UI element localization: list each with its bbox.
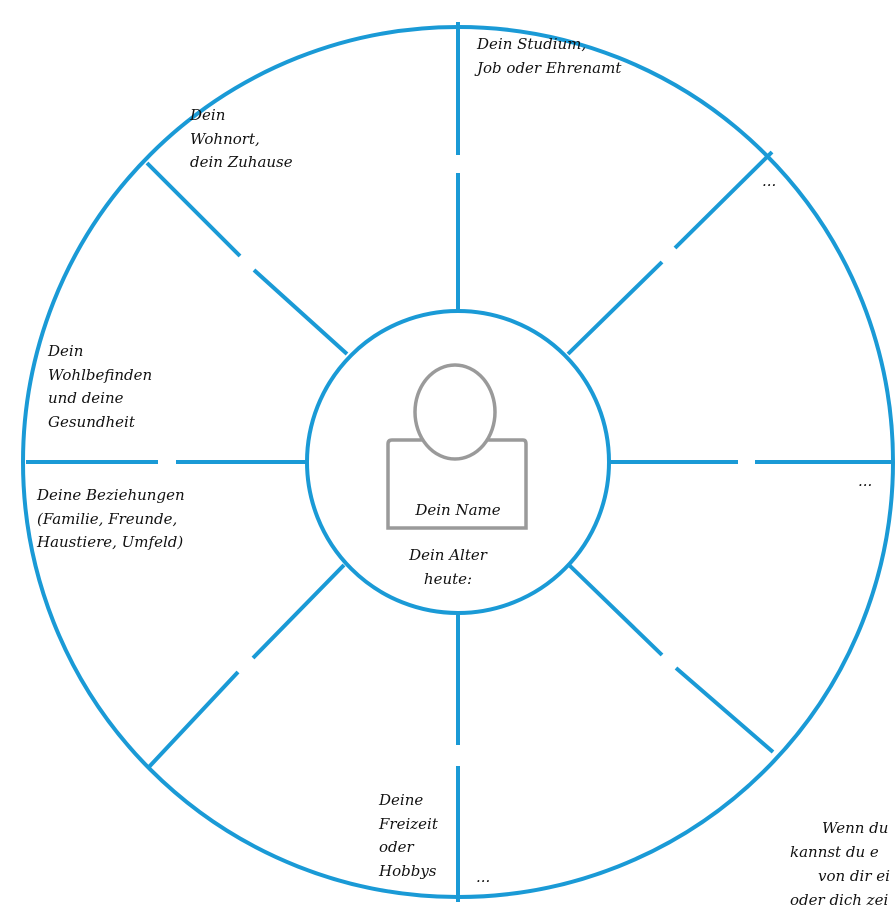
person-silhouette-icon	[386, 363, 528, 530]
age-label-line-2: heute:	[423, 569, 473, 588]
segment-home-label: Dein Wohnort, dein Zuhause	[190, 106, 293, 171]
name-label: Dein Name	[415, 501, 501, 519]
spoke-top-right	[566, 150, 774, 356]
segment-bottom-ellipsis: ...	[476, 868, 491, 886]
spoke-top-left	[145, 161, 349, 356]
age-label-line-1: Dein Alter	[409, 546, 487, 564]
instruction-note: Wenn du kannst du e von dir ei oder dich…	[790, 819, 890, 909]
segment-right-ellipsis: ...	[858, 472, 873, 490]
spoke-bottom-left	[146, 563, 346, 770]
segment-leisure-label: Deine Freizeit oder Hobbys	[379, 791, 438, 880]
segment-top-right-ellipsis: ...	[762, 172, 777, 190]
spoke-bottom-right	[566, 562, 775, 754]
segment-health-label: Dein Wohlbefinden und deine Gesundheit	[48, 342, 153, 431]
segment-work-label: Dein Studium, Job oder Ehrenamt	[477, 35, 622, 77]
segment-relations-label: Deine Beziehungen (Familie, Freunde, Hau…	[37, 486, 185, 551]
age-label: Dein Alter heute:	[388, 544, 508, 591]
